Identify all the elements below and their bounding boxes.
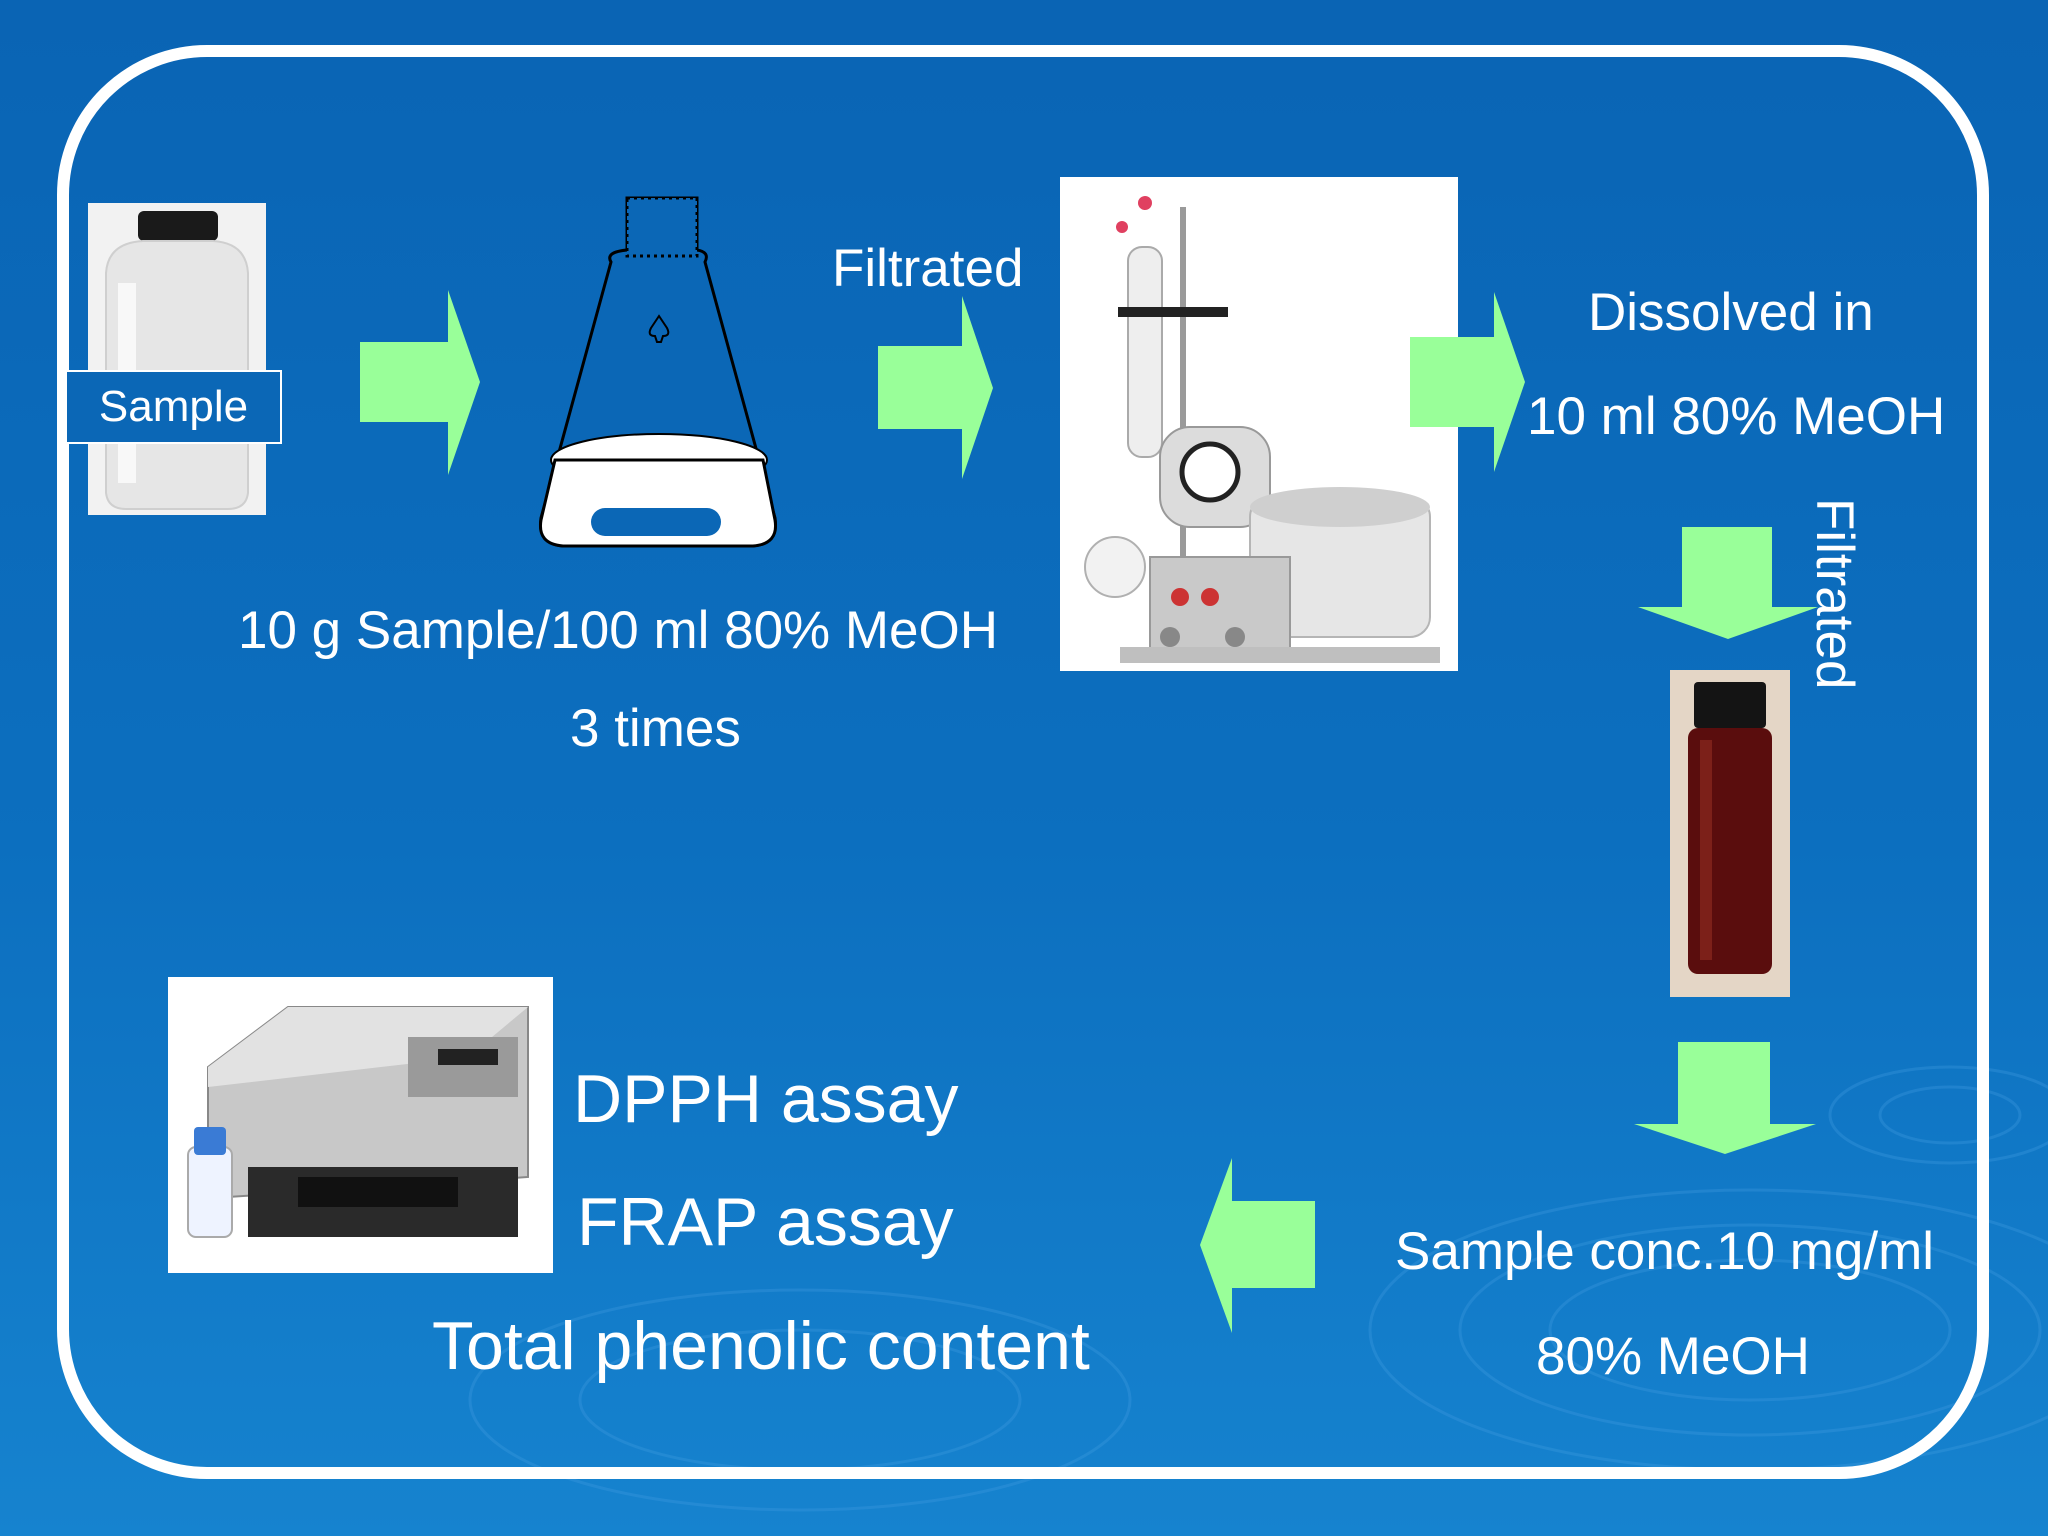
arrow-right-1 <box>360 290 480 475</box>
conc-solvent-label: 80% MeOH <box>1536 1327 1810 1386</box>
rotary-evaporator-image <box>1060 177 1458 671</box>
dissolved-label: Dissolved in <box>1588 283 1874 342</box>
erlenmeyer-flask-image <box>538 196 778 548</box>
sample-bottle-image <box>88 203 266 515</box>
arrow-left-1 <box>1200 1158 1315 1333</box>
sample-label: Sample <box>65 370 282 444</box>
total-phenolic-label: Total phenolic content <box>432 1308 1090 1384</box>
sample-conc-label: Sample conc.10 mg/ml <box>1395 1222 1935 1281</box>
arrow-down-2 <box>1634 1042 1816 1154</box>
extraction-ratio-label: 10 g Sample/100 ml 80% MeOH <box>238 601 999 660</box>
arrow-right-3 <box>1410 292 1525 472</box>
microplate-reader-image <box>168 977 553 1273</box>
arrow-down-1 <box>1638 527 1818 639</box>
arrow-right-2 <box>878 296 993 479</box>
amber-vial-image <box>1670 670 1790 997</box>
extraction-repeat-label: 3 times <box>570 699 741 758</box>
frap-assay-label: FRAP assay <box>577 1184 954 1260</box>
dpph-assay-label: DPPH assay <box>573 1061 959 1137</box>
dissolved-volume-label: 10 ml 80% MeOH <box>1527 387 1946 446</box>
rounded-frame <box>57 45 1989 1479</box>
filtrated-label-1: Filtrated <box>832 239 1024 298</box>
